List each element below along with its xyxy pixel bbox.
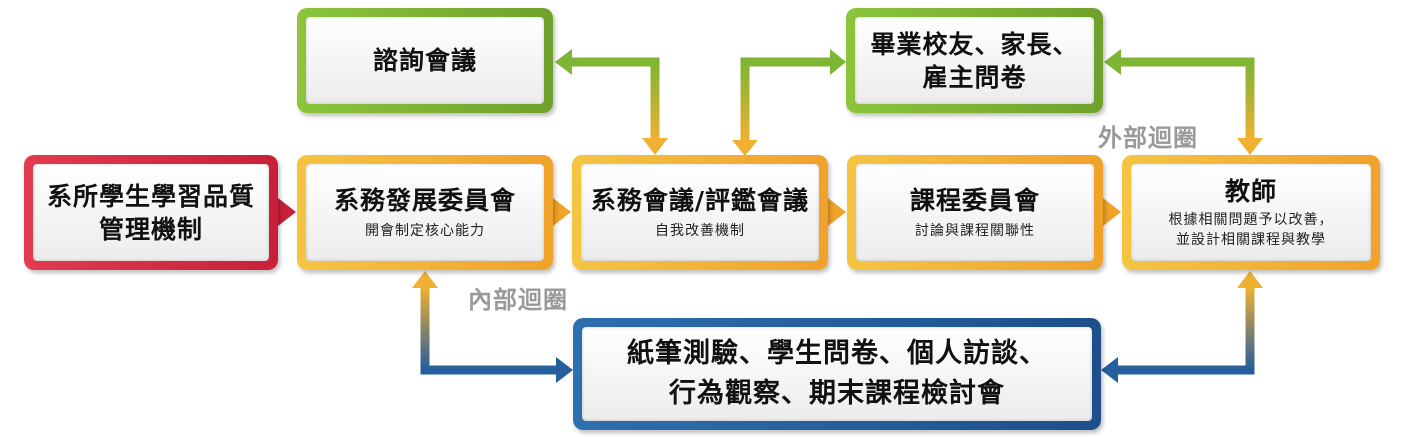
node-title: 系務發展委員會 <box>333 186 516 215</box>
loop-survey-teacher <box>1104 49 1263 155</box>
node-title: 教師 <box>1224 177 1277 206</box>
loop-dev-assessment <box>412 271 573 383</box>
node-title: 課程委員會 <box>909 186 1040 215</box>
external-loop-label: 外部迴圈 <box>1098 124 1198 152</box>
node-subtitle: 討論與課程關聯性 <box>915 223 1035 239</box>
node-title: 行為觀察、期末課程檢討會 <box>669 378 1005 409</box>
node-curriculum-committee: 課程委員會 討論與課程關聯性 <box>847 155 1103 270</box>
internal-loop-label: 內部迴圈 <box>468 286 568 314</box>
loop-meeting-survey <box>732 49 846 156</box>
arrow-quality-to-dev <box>278 198 296 226</box>
node-subtitle: 自我改善機制 <box>655 223 745 239</box>
loop-teacher-assessment <box>1101 271 1263 383</box>
node-survey: 畢業校友、家長、 雇主問卷 <box>846 8 1103 113</box>
node-advisory-meeting: 諮詢會議 <box>297 8 553 113</box>
loop-advisory-meeting <box>555 49 668 155</box>
node-subtitle: 並設計相關課程與教學 <box>1176 232 1326 248</box>
node-title: 管理機制 <box>98 214 203 244</box>
arrow-dev-to-meeting <box>553 198 571 226</box>
node-dev-committee: 系務發展委員會 開會制定核心能力 <box>297 155 553 270</box>
node-quality-mechanism: 系所學生學習品質 管理機制 <box>24 155 278 270</box>
node-title: 紙筆測驗、學生問卷、個人訪談、 <box>627 338 1047 369</box>
node-teacher: 教師 根據相關問題予以改善， 並設計相關課程與教學 <box>1122 155 1380 270</box>
node-title: 系務會議/評鑑會議 <box>590 186 810 215</box>
node-title: 畢業校友、家長、 <box>870 29 1079 59</box>
node-title: 雇主問卷 <box>922 62 1027 92</box>
node-subtitle: 開會制定核心能力 <box>365 223 485 239</box>
node-title: 諮詢會議 <box>372 46 477 75</box>
arrow-curriculum-to-teacher <box>1103 198 1121 226</box>
node-dept-meeting: 系務會議/評鑑會議 自我改善機制 <box>572 155 828 270</box>
node-subtitle: 根據相關問題予以改善， <box>1168 212 1334 228</box>
arrow-meeting-to-curriculum <box>828 198 846 226</box>
node-title: 系所學生學習品質 <box>46 181 255 211</box>
node-assessment: 紙筆測驗、學生問卷、個人訪談、 行為觀察、期末課程檢討會 <box>573 318 1101 430</box>
